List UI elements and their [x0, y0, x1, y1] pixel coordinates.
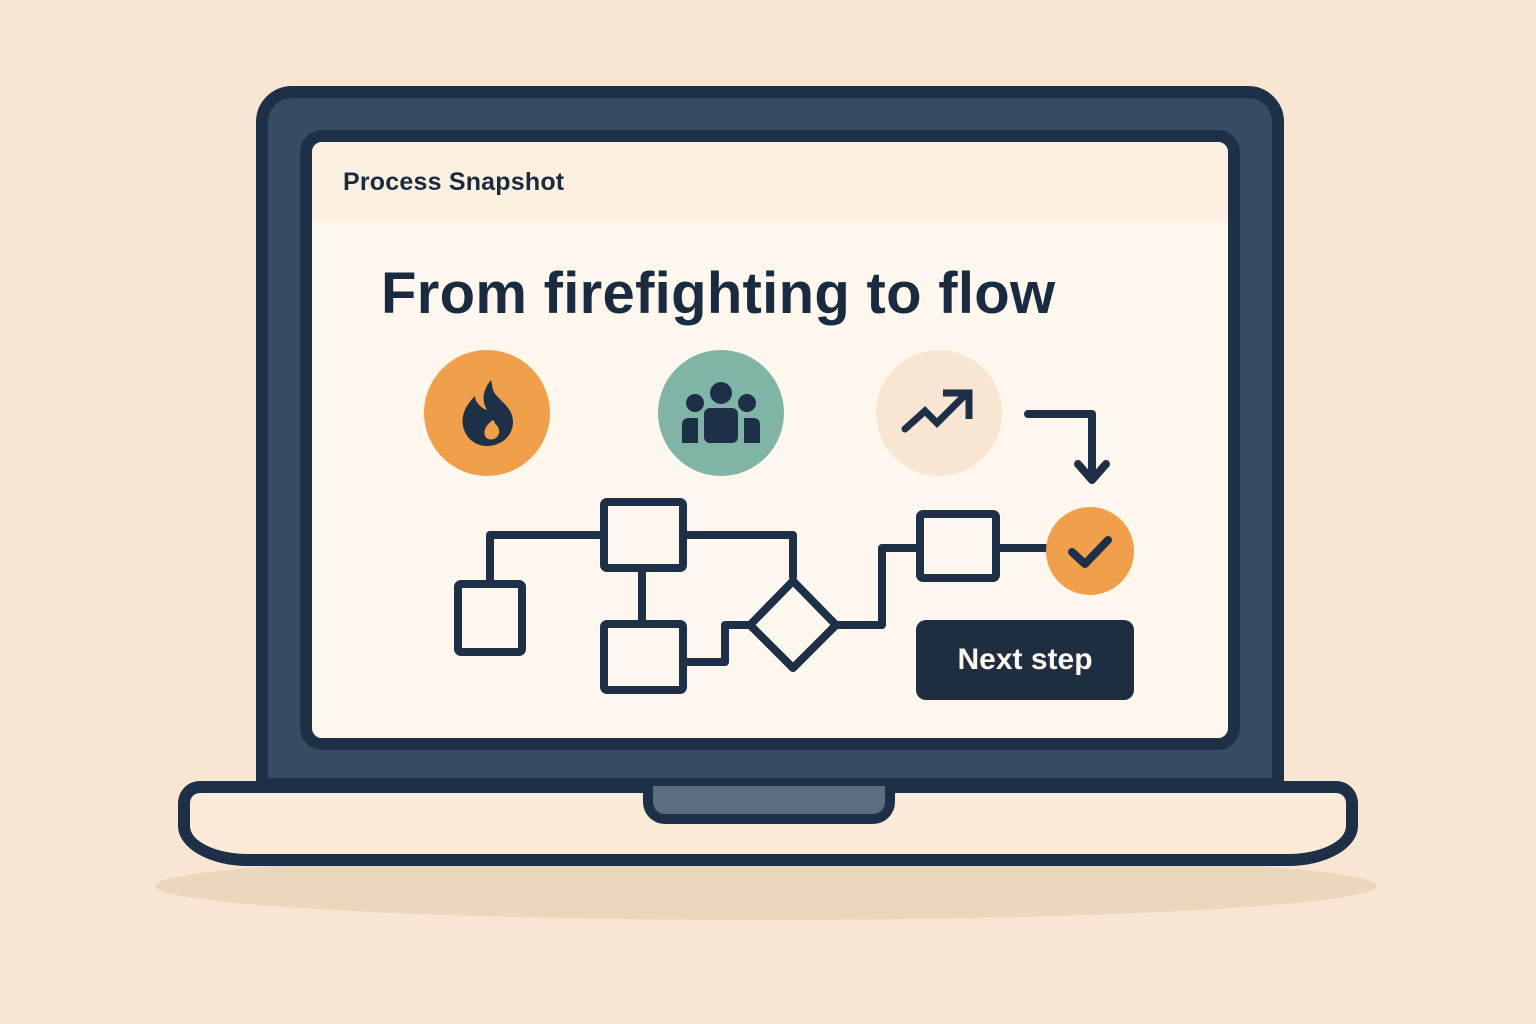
- team-icon: [682, 382, 760, 443]
- fire-icon-circle: [424, 350, 550, 476]
- laptop-hinge-notch: [643, 786, 895, 824]
- connector-line: [679, 531, 797, 581]
- check-circle-icon: [1046, 507, 1134, 595]
- arrow-down-right-icon: [1024, 410, 1096, 480]
- flowchart: [454, 410, 1134, 694]
- fire-icon: [462, 380, 513, 446]
- screen-header: Process Snapshot: [312, 142, 1228, 221]
- next-step-button[interactable]: Next step: [916, 620, 1134, 700]
- screen: Process Snapshot From firefighting to fl…: [312, 142, 1228, 738]
- connector-line: [679, 621, 752, 666]
- page-title: From firefighting to flow: [381, 261, 1056, 326]
- process-box-right: [916, 510, 1000, 582]
- app-title: Process Snapshot: [343, 168, 565, 196]
- team-icon-circle: [658, 350, 784, 476]
- process-box-bottom: [600, 620, 687, 694]
- process-box-top: [600, 498, 687, 572]
- decision-diamond: [746, 577, 840, 672]
- trend-icon-circle: [876, 350, 1002, 476]
- connector-line: [486, 531, 608, 588]
- trend-up-icon: [901, 389, 973, 433]
- laptop-screen-frame: Process Snapshot From firefighting to fl…: [300, 130, 1240, 750]
- process-box-left: [454, 580, 526, 656]
- connector-line: [833, 544, 922, 629]
